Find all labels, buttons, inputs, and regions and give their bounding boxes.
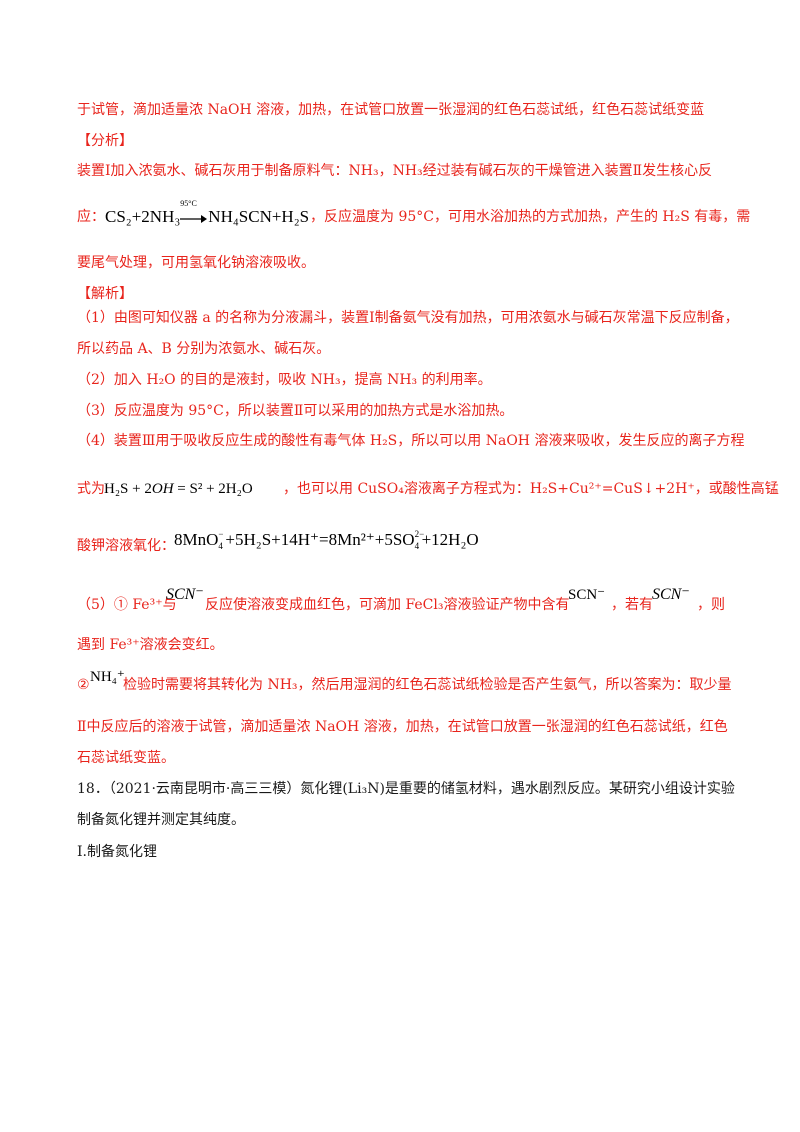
solution-item-5-line-5: 石蕊试纸变蓝。 [77,750,175,766]
sulfate-charge: 2−4 [414,529,425,552]
permanganate-charge: −4 [218,529,224,552]
solution-item-4-line-2: 式为 H₂S + 2OH = S² + 2H₂O ，也可以用 CuSO₄溶液离子… [0,476,800,502]
analysis-paragraph-line-1: 装置Ⅰ加入浓氨水、碱石灰用于制备原料气：NH₃，NH₃经过装有碱石灰的干燥管进入… [77,163,713,179]
question-18-line-1: 18．（2021·云南昆明市·高三三模）氮化锂(Li₃N)是重要的储氢材料，遇水… [77,781,735,797]
solution-item-5-line-3: ② NH₄⁺ 检验时需要将其转化为 NH₃，然后用湿润的红色石蕊试纸检验是否产生… [77,669,732,693]
solution-item-2: （2）加入 H₂O 的目的是液封，吸收 NH₃，提高 NH₃ 的利用率。 [77,372,492,388]
question-18-section-heading: I.制备氮化锂 [77,844,157,860]
solution-item-5-line-4: Ⅱ中反应后的溶液于试管，滴加适量浓 NaOH 溶液，加热，在试管口放置一张湿润的… [77,719,728,735]
reaction-arrow: 95°C [180,200,208,228]
analysis-paragraph-line-3: 要尾气处理，可用氢氧化钠溶液吸收。 [77,255,315,271]
equation-h2s-oh: H₂S + 2OH = S² + 2H₂O [104,481,253,497]
solution-item-3: （3）反应温度为 95°C，所以装置Ⅱ可以采用的加热方式是水浴加热。 [77,403,514,419]
solution-header: 【解析】 [77,286,133,302]
solution-item-4-line-1: （4）装置Ⅲ用于吸收反应生成的酸性有毒气体 H₂S，所以可以用 NaOH 溶液来… [77,433,745,449]
analysis-header: 【分析】 [77,133,133,149]
solution-item-1-line-2: 所以药品 A、B 分别为浓氨水、碱石灰。 [77,341,331,357]
solution-item-1-line-1: （1）由图可知仪器 a 的名称为分液漏斗，装置Ⅰ制备氨气没有加热，可用浓氨水与碱… [77,310,739,326]
answer-continuation-line: 于试管，滴加适量浓 NaOH 溶液，加热，在试管口放置一张湿润的红色石蕊试纸，红… [77,102,705,118]
question-18-line-2: 制备氮化锂并测定其纯度。 [77,812,245,828]
solution-item-5-line-1: （5）① Fe³⁺与 SCN⁻ 反应使溶液变成血红色，可滴加 FeCl₃溶液验证… [77,586,725,613]
solution-item-5-line-2: 遇到 Fe³⁺溶液会变红。 [77,637,224,653]
